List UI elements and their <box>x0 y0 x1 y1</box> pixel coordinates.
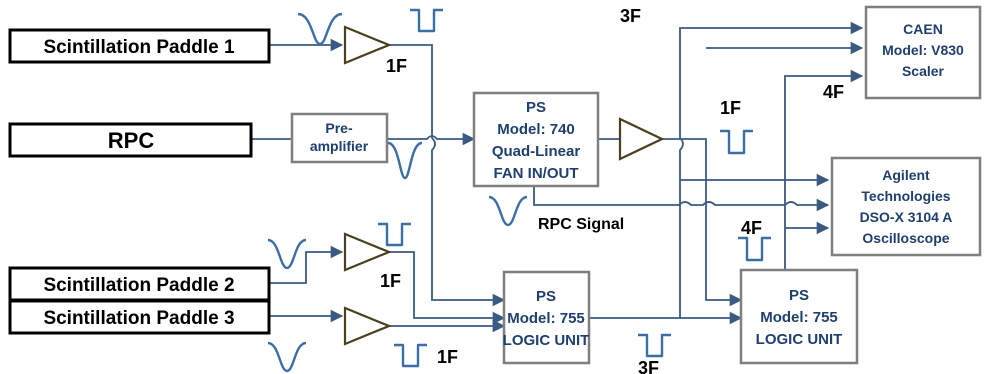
logic-pulse-paddle3-icon <box>394 343 427 368</box>
label-3f-bottom: 3F <box>638 358 659 374</box>
fan-line-1: PS <box>526 99 546 116</box>
paddle1-label: Scintillation Paddle 1 <box>43 37 235 58</box>
label-1f-paddle1: 1F <box>386 56 407 76</box>
input-paddle2: Scintillation Paddle 2 <box>8 266 271 302</box>
label-1f-paddle3: 1F <box>437 347 458 367</box>
fan-box <box>472 91 600 188</box>
wire-paddle2-amp <box>269 245 344 284</box>
paddle2-label: Scintillation Paddle 2 <box>43 275 234 296</box>
logic2-line-1: PS <box>789 287 809 304</box>
label-rpc-signal: RPC Signal <box>538 216 624 233</box>
scaler-line-1: CAEN <box>903 21 943 37</box>
module-preamplifier: Pre- amplifier <box>290 112 389 164</box>
logic-pulse-3f-icon <box>638 333 671 358</box>
module-fan-in-out: PS Model: 740 Quad-Linear FAN IN/OUT <box>472 91 600 188</box>
analog-pulse-fan-icon <box>488 195 528 227</box>
wire-amp1-logic1 <box>389 44 506 307</box>
preamp-box <box>290 112 389 164</box>
wires <box>251 21 864 333</box>
wire-rpc-signal-scope <box>533 186 830 212</box>
input-paddle1: Scintillation Paddle 1 <box>8 28 271 64</box>
scope-line-4: Oscilloscope <box>862 230 949 246</box>
analog-pulse-preamp-icon <box>387 141 423 180</box>
analog-pulse-paddle1-icon <box>297 12 343 46</box>
label-4f-scaler: 4F <box>823 82 844 102</box>
logic1-line-3: LOGIC UNIT <box>503 332 590 349</box>
wire-logic2-scaler <box>784 69 864 270</box>
preamp-line-1: Pre- <box>325 120 353 136</box>
module-logic-unit-2: PS Model: 755 LOGIC UNIT <box>739 268 859 365</box>
scaler-line-3: Scaler <box>902 63 945 79</box>
paddle1-box <box>8 28 271 64</box>
scope-box <box>830 156 982 257</box>
logic-pulse-1f-icon <box>720 129 753 155</box>
scope-line-1: Agilent <box>882 167 930 183</box>
analog-pulse-paddle2-icon <box>267 238 307 270</box>
module-scaler: CAEN Model: V830 Scaler <box>864 5 982 100</box>
label-1f-paddle2: 1F <box>380 271 401 291</box>
fan-line-4: FAN IN/OUT <box>494 165 579 182</box>
amplifier-paddle2-icon <box>343 232 392 272</box>
pulses <box>267 8 771 373</box>
logic2-box <box>739 268 859 365</box>
rpc-box <box>8 122 253 158</box>
logic1-line-2: Model: 755 <box>507 310 585 327</box>
logic-pulse-paddle1-icon <box>410 8 443 33</box>
rpc-label: RPC <box>108 128 155 153</box>
amplifier-paddle1-icon <box>343 25 392 65</box>
paddle3-box <box>8 299 271 335</box>
logic-pulse-paddle2-icon <box>378 222 411 247</box>
logic1-line-1: PS <box>536 288 556 305</box>
wire-amp-p2-logic1 <box>389 251 506 325</box>
wire-amp2-logic2 <box>662 138 743 307</box>
wire-preamp-fan <box>387 132 476 146</box>
fan-line-3: Quad-Linear <box>492 143 581 160</box>
paddle3-label: Scintillation Paddle 3 <box>43 308 234 329</box>
label-4f-scope: 4F <box>741 218 762 238</box>
amplifier-rpc-icon <box>618 117 665 161</box>
input-rpc: RPC <box>8 122 253 158</box>
logic2-line-3: LOGIC UNIT <box>756 331 843 348</box>
input-paddle3: Scintillation Paddle 3 <box>8 299 271 335</box>
analog-pulse-paddle3-icon <box>267 341 307 373</box>
logic1-box <box>502 270 591 365</box>
logic2-line-2: Model: 755 <box>760 309 838 326</box>
label-3f-top: 3F <box>620 6 641 26</box>
amplifier-paddle3-icon <box>343 306 392 346</box>
scope-line-2: Technologies <box>861 188 950 204</box>
amplifiers <box>343 25 665 346</box>
module-oscilloscope: Agilent Technologies DSO-X 3104 A Oscill… <box>830 156 982 257</box>
signal-labels: 1F 1F 1F 1F 3F 3F 4F 4F RPC Signal <box>380 6 844 374</box>
fan-line-2: Model: 740 <box>497 121 575 138</box>
module-logic-unit-1: PS Model: 755 LOGIC UNIT <box>502 270 591 365</box>
wire-logic1-scaler <box>589 21 864 319</box>
paddle2-box <box>8 266 271 302</box>
scaler-line-2: Model: V830 <box>882 42 964 58</box>
label-1f-amp: 1F <box>720 98 741 118</box>
preamp-line-2: amplifier <box>310 138 369 154</box>
scope-line-3: DSO-X 3104 A <box>860 209 953 225</box>
logic-pulse-4f-icon <box>738 236 771 262</box>
scaler-box <box>864 5 982 100</box>
